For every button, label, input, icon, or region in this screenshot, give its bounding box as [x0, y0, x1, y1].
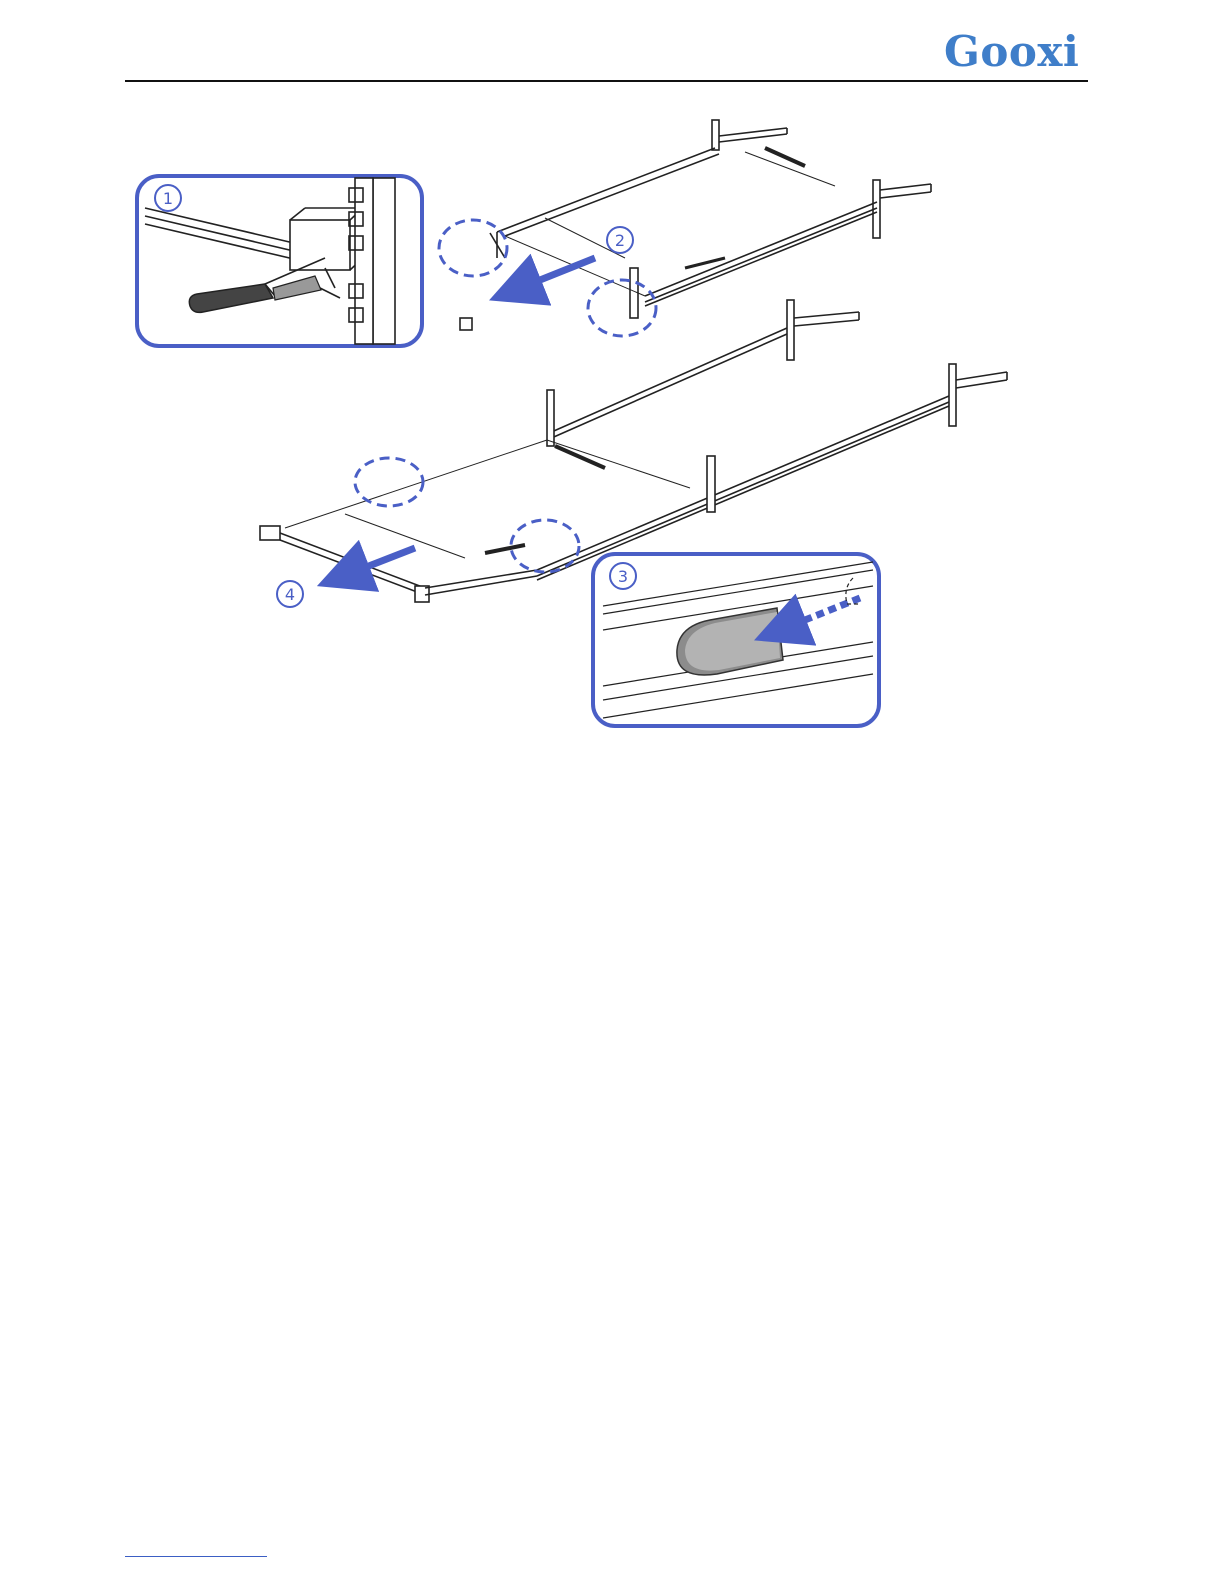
callout-3-label: 3 — [618, 567, 628, 586]
brand-logo: Gooxi — [944, 28, 1084, 76]
inset-step-1: 1 — [137, 176, 422, 346]
inset-step-3: 3 — [593, 554, 879, 726]
header-rule — [125, 80, 1088, 82]
rail-removal-illustration: 1 2 — [125, 108, 1025, 738]
callout-4-label: 4 — [285, 585, 295, 604]
callout-1-label: 1 — [163, 189, 173, 208]
rail-assembly-top — [460, 120, 931, 330]
footnote-rule — [125, 1556, 267, 1557]
callout-2-label: 2 — [615, 231, 625, 250]
